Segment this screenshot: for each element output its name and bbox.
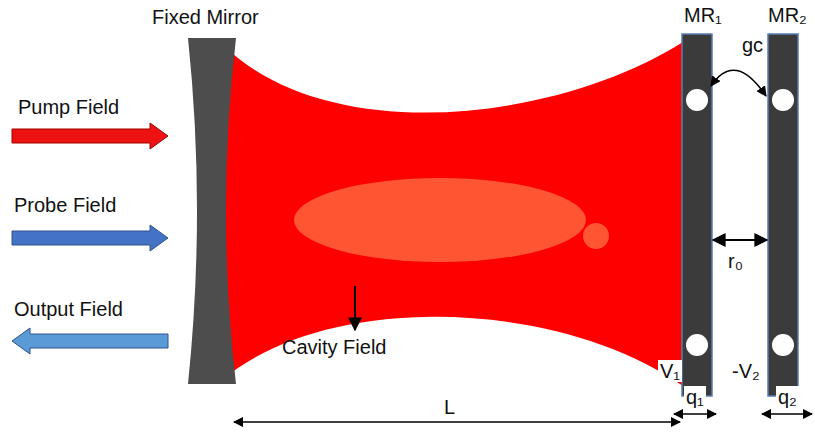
charge: [686, 334, 708, 356]
charge: [772, 334, 794, 356]
leader-line: [354, 286, 356, 330]
field-label: Pump Field: [18, 96, 119, 118]
displacement-arrow: [674, 413, 716, 415]
output-arrow: [12, 328, 168, 354]
mirror-mr2: [768, 34, 798, 396]
field-label: Output Field: [14, 298, 123, 320]
charge: [772, 89, 794, 111]
voltage-label: V₁: [658, 360, 682, 382]
cavity-mode: [294, 178, 586, 262]
coupling-label: gc: [740, 34, 765, 56]
part-label: MR₂: [768, 4, 807, 26]
distance-label: r₀: [728, 250, 743, 272]
coupling-arrow: [711, 70, 766, 96]
probe-arrow: [12, 225, 168, 251]
fixed-mirror: [188, 38, 236, 384]
dimension-label: q₁: [684, 386, 706, 408]
charge: [686, 89, 708, 111]
distance-arrow: [713, 239, 767, 241]
part-label: Fixed Mirror: [152, 6, 259, 28]
mirror-mr1: [682, 34, 712, 396]
cavity-mode-dot: [583, 223, 609, 249]
displacement-arrow: [762, 413, 812, 415]
field-label: Probe Field: [14, 194, 116, 216]
pump-arrow: [12, 123, 168, 149]
field-label: Cavity Field: [282, 336, 386, 358]
length-arrow: [234, 421, 680, 423]
part-label: MR₁: [684, 4, 722, 26]
voltage-label: -V₂: [730, 360, 762, 382]
cavity-beam: [222, 42, 683, 386]
dimension-label: L: [444, 396, 455, 418]
dimension-label: q₂: [776, 386, 799, 408]
